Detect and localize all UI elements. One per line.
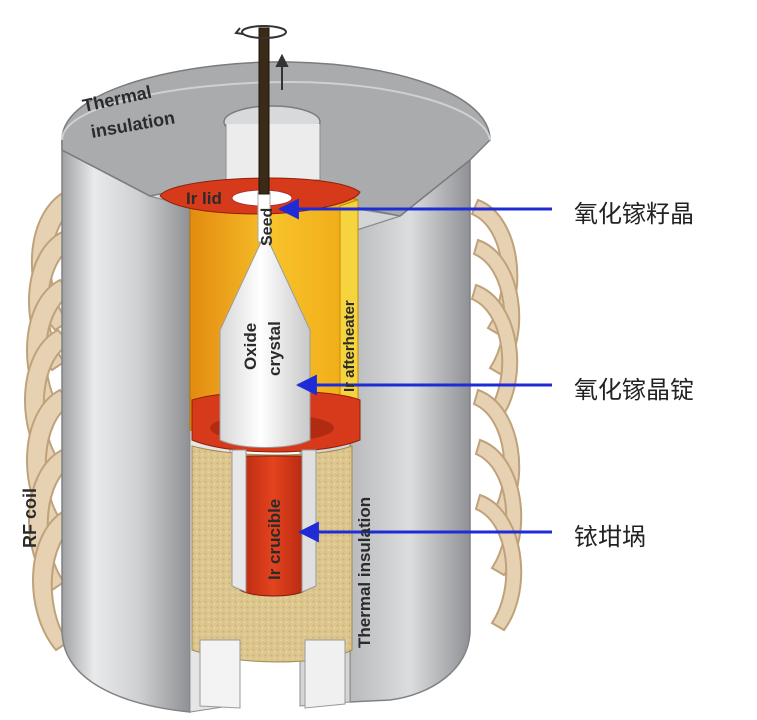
pedestal-right [304,639,346,709]
label-oxide: Oxide [241,323,260,370]
top-opening-bore [225,124,321,181]
rotation-arrow-icon [234,25,287,39]
crucible-gap-right [301,449,317,593]
label-crystal: crystal [265,321,284,376]
label-ir-lid: Ir lid [186,189,222,208]
oxide-crystal-body [219,239,311,448]
pedestal-left [199,639,241,709]
insulation-outer-left [61,140,191,713]
label-seed: Seed [259,208,276,246]
label-thermal-insulation-side: Thermal insulation [355,497,374,648]
callout-crystal-text: 氧化镓晶锭 [574,376,694,404]
label-rf-coil: RF coil [20,488,40,548]
callout-crucible-text: 铱坩埚 [574,523,646,551]
callout-seed-text: 氧化镓籽晶 [574,200,694,228]
insulation-outer-right [349,158,471,703]
label-ir-afterheater: Ir afterheater [341,300,358,392]
rf-coil-left [24,188,82,652]
pull-up-arrow-icon [275,53,289,90]
rf-coil-right [470,198,523,632]
insulation-top-highlight [61,80,491,141]
label-ir-crucible: Ir crucible [265,499,284,580]
pulling-rod [258,27,270,195]
crucible-gap-left [231,449,247,593]
